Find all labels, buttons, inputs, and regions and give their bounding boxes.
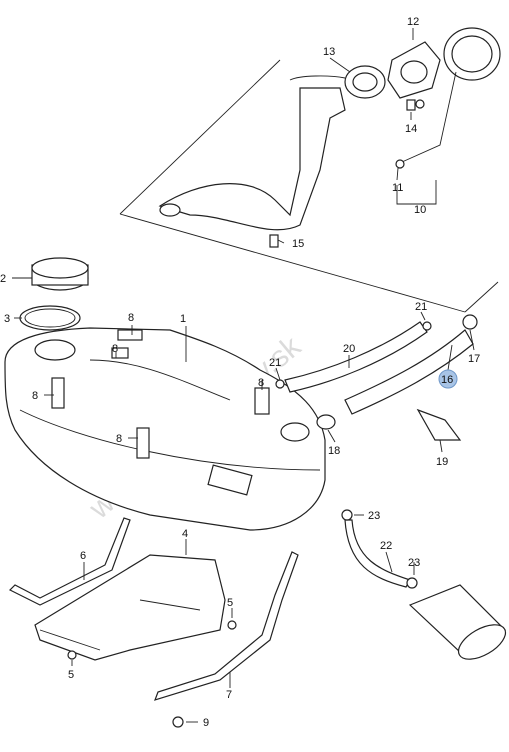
callout-8e: 8 — [258, 377, 264, 389]
bolts-5-9[interactable] — [67, 620, 237, 728]
callout-10: 10 — [414, 204, 426, 216]
callout-8b: 8 — [112, 343, 118, 355]
callout-17: 17 — [468, 353, 480, 365]
strap-6[interactable] — [8, 517, 131, 606]
fuel-cap[interactable] — [395, 27, 501, 169]
callout-23a: 23 — [368, 510, 380, 522]
callout-2: 2 — [0, 273, 6, 285]
callout-7: 7 — [226, 689, 232, 701]
callout-18: 18 — [328, 445, 340, 457]
vent-hose-22[interactable] — [341, 509, 418, 589]
callout-11: 11 — [392, 182, 403, 194]
callout-21a: 21 — [415, 301, 427, 313]
filler-housing[interactable] — [387, 41, 441, 99]
callout-3: 3 — [4, 313, 10, 325]
heat-protector[interactable] — [34, 554, 226, 661]
callout-16-highlight — [438, 369, 458, 389]
bracket-19[interactable] — [416, 408, 462, 441]
callout-16: 16 — [441, 374, 453, 386]
tank-pads[interactable] — [51, 329, 270, 459]
hose-20[interactable] — [284, 321, 428, 393]
callout-19: 19 — [436, 456, 448, 468]
clamps[interactable] — [275, 314, 478, 430]
bolt-15[interactable] — [269, 234, 279, 248]
filler-group-outline — [119, 59, 499, 313]
leader-lines — [12, 28, 475, 723]
lock-ring[interactable] — [31, 257, 89, 291]
callout-15: 15 — [292, 238, 304, 250]
callout-13: 13 — [323, 46, 335, 58]
callout-1: 1 — [180, 313, 186, 325]
tank-seal[interactable] — [19, 305, 81, 331]
callout-12: 12 — [407, 16, 419, 28]
callout-6: 6 — [80, 550, 86, 562]
canister[interactable] — [408, 584, 509, 666]
callout-5a: 5 — [227, 597, 233, 609]
callout-4: 4 — [182, 528, 188, 540]
callout-labels: 1 2 3 4 5 5 6 7 8 8 8 8 8 9 10 11 12 13 … — [0, 16, 480, 729]
bolt-14[interactable] — [406, 99, 425, 111]
callout-21b: 21 — [269, 357, 281, 369]
strap-7[interactable] — [154, 551, 299, 701]
filler-neck[interactable] — [158, 65, 386, 231]
callout-20: 20 — [343, 343, 355, 355]
callout-23b: 23 — [408, 557, 420, 569]
callout-14: 14 — [405, 123, 417, 135]
callout-9: 9 — [203, 717, 209, 729]
callout-8a: 8 — [128, 312, 134, 324]
callout-22: 22 — [380, 540, 392, 552]
callout-5b: 5 — [68, 669, 74, 681]
callout-8c: 8 — [32, 390, 38, 402]
callout-8d: 8 — [116, 433, 122, 445]
fuel-tank[interactable] — [4, 327, 326, 531]
